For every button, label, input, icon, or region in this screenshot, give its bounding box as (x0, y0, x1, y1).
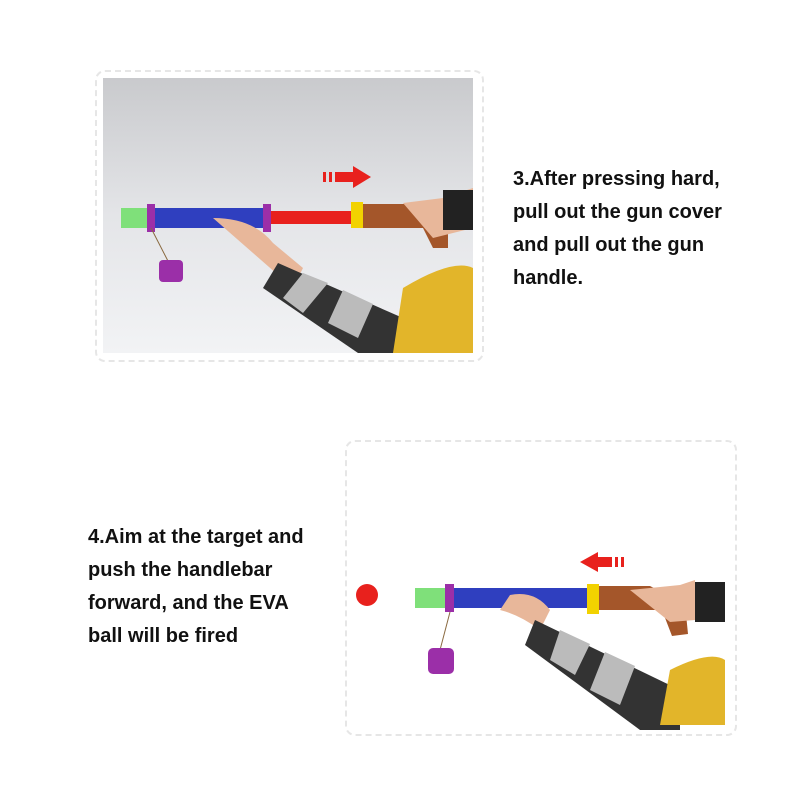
step3-photo (103, 78, 473, 353)
step3-frame (95, 70, 484, 362)
step4-frame (345, 440, 737, 736)
eva-ball (356, 584, 378, 606)
caption-line: push the handlebar (88, 559, 273, 581)
step4-photo (356, 552, 725, 730)
step3-caption: 3.After pressing hard, pull out the gun … (513, 163, 722, 295)
caption-line: ball will be fired (88, 625, 239, 647)
caption-line: and pull out the gun (513, 234, 705, 256)
caption-line: pull out the gun cover (513, 201, 722, 223)
caption-line: 3.After pressing hard, (513, 168, 720, 190)
step4-caption: 4.Aim at the target and push the handleb… (88, 521, 304, 653)
arrow-right-icon (323, 166, 371, 188)
caption-line: 4.Aim at the target and (88, 526, 304, 548)
caption-line: handle. (513, 267, 584, 289)
arrow-left-icon (580, 552, 624, 572)
caption-line: forward, and the EVA (88, 592, 289, 614)
